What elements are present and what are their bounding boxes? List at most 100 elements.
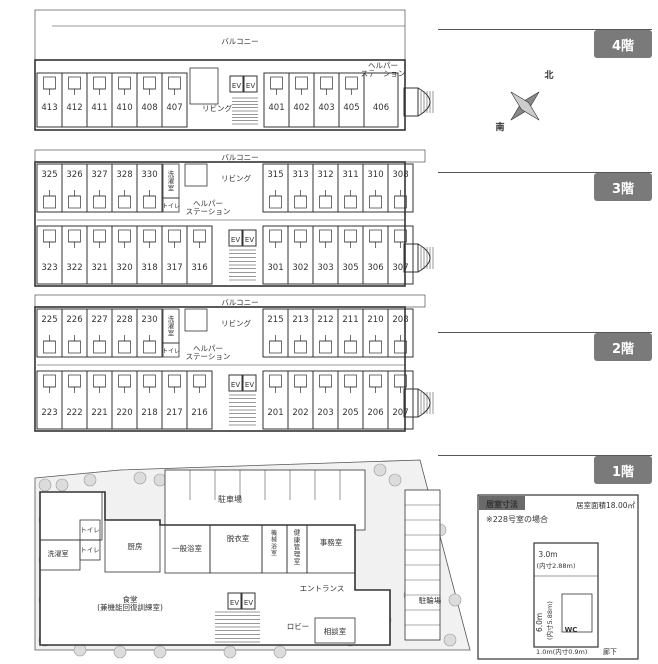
room-201 (262, 370, 289, 430)
room-number-320: 320 (116, 263, 132, 273)
room-412 (61, 72, 88, 128)
room-306 (362, 225, 389, 285)
room-bath (168, 374, 181, 388)
tree (443, 633, 457, 647)
room-number-406: 406 (373, 103, 389, 113)
room-number-203: 203 (317, 408, 333, 418)
dining-label: 食堂(兼機能回復訓練室) (97, 594, 163, 612)
health-office-label: 健康管理室 (294, 528, 301, 566)
room-size-panel: 居室寸法居室面積18.00㎡※228号室の場合3.0m(内寸2.88m)6.0m… (477, 494, 639, 660)
room-bath (369, 374, 382, 388)
room-size-title: 居室寸法 (486, 499, 518, 509)
tree (153, 645, 167, 659)
floor-3-badge[interactable]: 3階 (594, 173, 652, 201)
room-outline (533, 542, 599, 648)
room-number-327: 327 (91, 170, 107, 180)
room-corridor-label: 廊下 (603, 647, 617, 656)
floor-1-badge[interactable]: 1階 (594, 456, 652, 484)
bicycle-label: 駐輪場 (419, 595, 442, 605)
tree (55, 478, 69, 492)
room-301 (262, 225, 289, 285)
room-bath (118, 374, 131, 388)
room-bath (294, 340, 307, 354)
helper-station-label: ヘルパーステーション (186, 199, 231, 216)
elevator (241, 592, 256, 610)
escape-stair (403, 243, 419, 273)
elevator (228, 374, 243, 392)
room-number-328: 328 (116, 170, 132, 180)
room-216 (186, 370, 213, 430)
floor-4-rule (438, 29, 652, 30)
dressing-label: 脱衣室 (227, 533, 250, 543)
room-bath (344, 340, 357, 354)
room-number-403: 403 (318, 103, 334, 113)
living-label: リビング (221, 173, 251, 183)
room-number-225: 225 (41, 315, 57, 325)
room-402 (288, 72, 315, 128)
room-401 (263, 72, 290, 128)
room-size-note: ※228号室の場合 (486, 514, 548, 524)
elevator (228, 229, 243, 247)
room-bath (68, 340, 81, 354)
room-number-410: 410 (116, 103, 132, 113)
room-205 (337, 370, 364, 430)
elevator-label: EV (244, 599, 253, 607)
room-222 (61, 370, 88, 430)
room-323 (36, 225, 63, 285)
elevator-label: EV (246, 82, 255, 90)
room-number-401: 401 (268, 103, 284, 113)
room-bath (168, 229, 181, 243)
room-size-title-bg (479, 496, 525, 510)
toilet-label: トイレ (80, 526, 100, 534)
escape-stair (403, 388, 419, 418)
room-bath (43, 340, 56, 354)
room-403 (313, 72, 340, 128)
room-number-411: 411 (91, 103, 107, 113)
elevator (227, 592, 242, 610)
floor-2-rule (438, 332, 652, 333)
laundry-label: 洗濯室 (168, 169, 175, 192)
room-bath (118, 229, 131, 243)
office (306, 524, 356, 574)
room-number-202: 202 (292, 408, 308, 418)
floor-2-badge[interactable]: 2階 (594, 333, 652, 361)
room-number-211: 211 (342, 315, 358, 325)
room-number-405: 405 (343, 103, 359, 113)
room-wc-label: WC (565, 626, 578, 634)
room-220 (111, 370, 138, 430)
laundry-room (39, 539, 81, 571)
room-bath (320, 76, 333, 90)
room-size-area: 居室面積18.00㎡ (576, 500, 635, 510)
room-bath (118, 195, 131, 209)
room-number-323: 323 (41, 263, 57, 273)
room-221 (86, 370, 113, 430)
room-bath (369, 229, 382, 243)
room-bath (68, 195, 81, 209)
room-316 (186, 225, 213, 285)
floor-1-plan: 駐車場トイレトイレ洗濯室厨房一般浴室脱衣室機械浴室健康管理室事務室エントランス食… (34, 459, 471, 659)
room-321 (86, 225, 113, 285)
elevator (242, 229, 257, 247)
compass-south: 南 (495, 121, 504, 133)
tree (273, 645, 287, 659)
room-number-210: 210 (367, 315, 383, 325)
floor-4-badge[interactable]: 4階 (594, 30, 652, 58)
toilet-label: トイレ (162, 348, 180, 355)
room-bath (319, 340, 332, 354)
elevator (229, 75, 244, 93)
kitchen-label: 厨房 (128, 541, 143, 551)
elevator (243, 75, 258, 93)
tree (133, 471, 147, 485)
parking-label: 駐車場 (218, 494, 242, 504)
toilet-label: トイレ (80, 546, 100, 554)
room-number-217: 217 (166, 408, 182, 418)
room-bath (43, 195, 56, 209)
room-bath (319, 229, 332, 243)
room-bath (43, 76, 56, 90)
consult-label: 相談室 (324, 626, 347, 636)
room-number-215: 215 (267, 315, 283, 325)
room-number-226: 226 (66, 315, 82, 325)
room-number-318: 318 (141, 263, 157, 273)
